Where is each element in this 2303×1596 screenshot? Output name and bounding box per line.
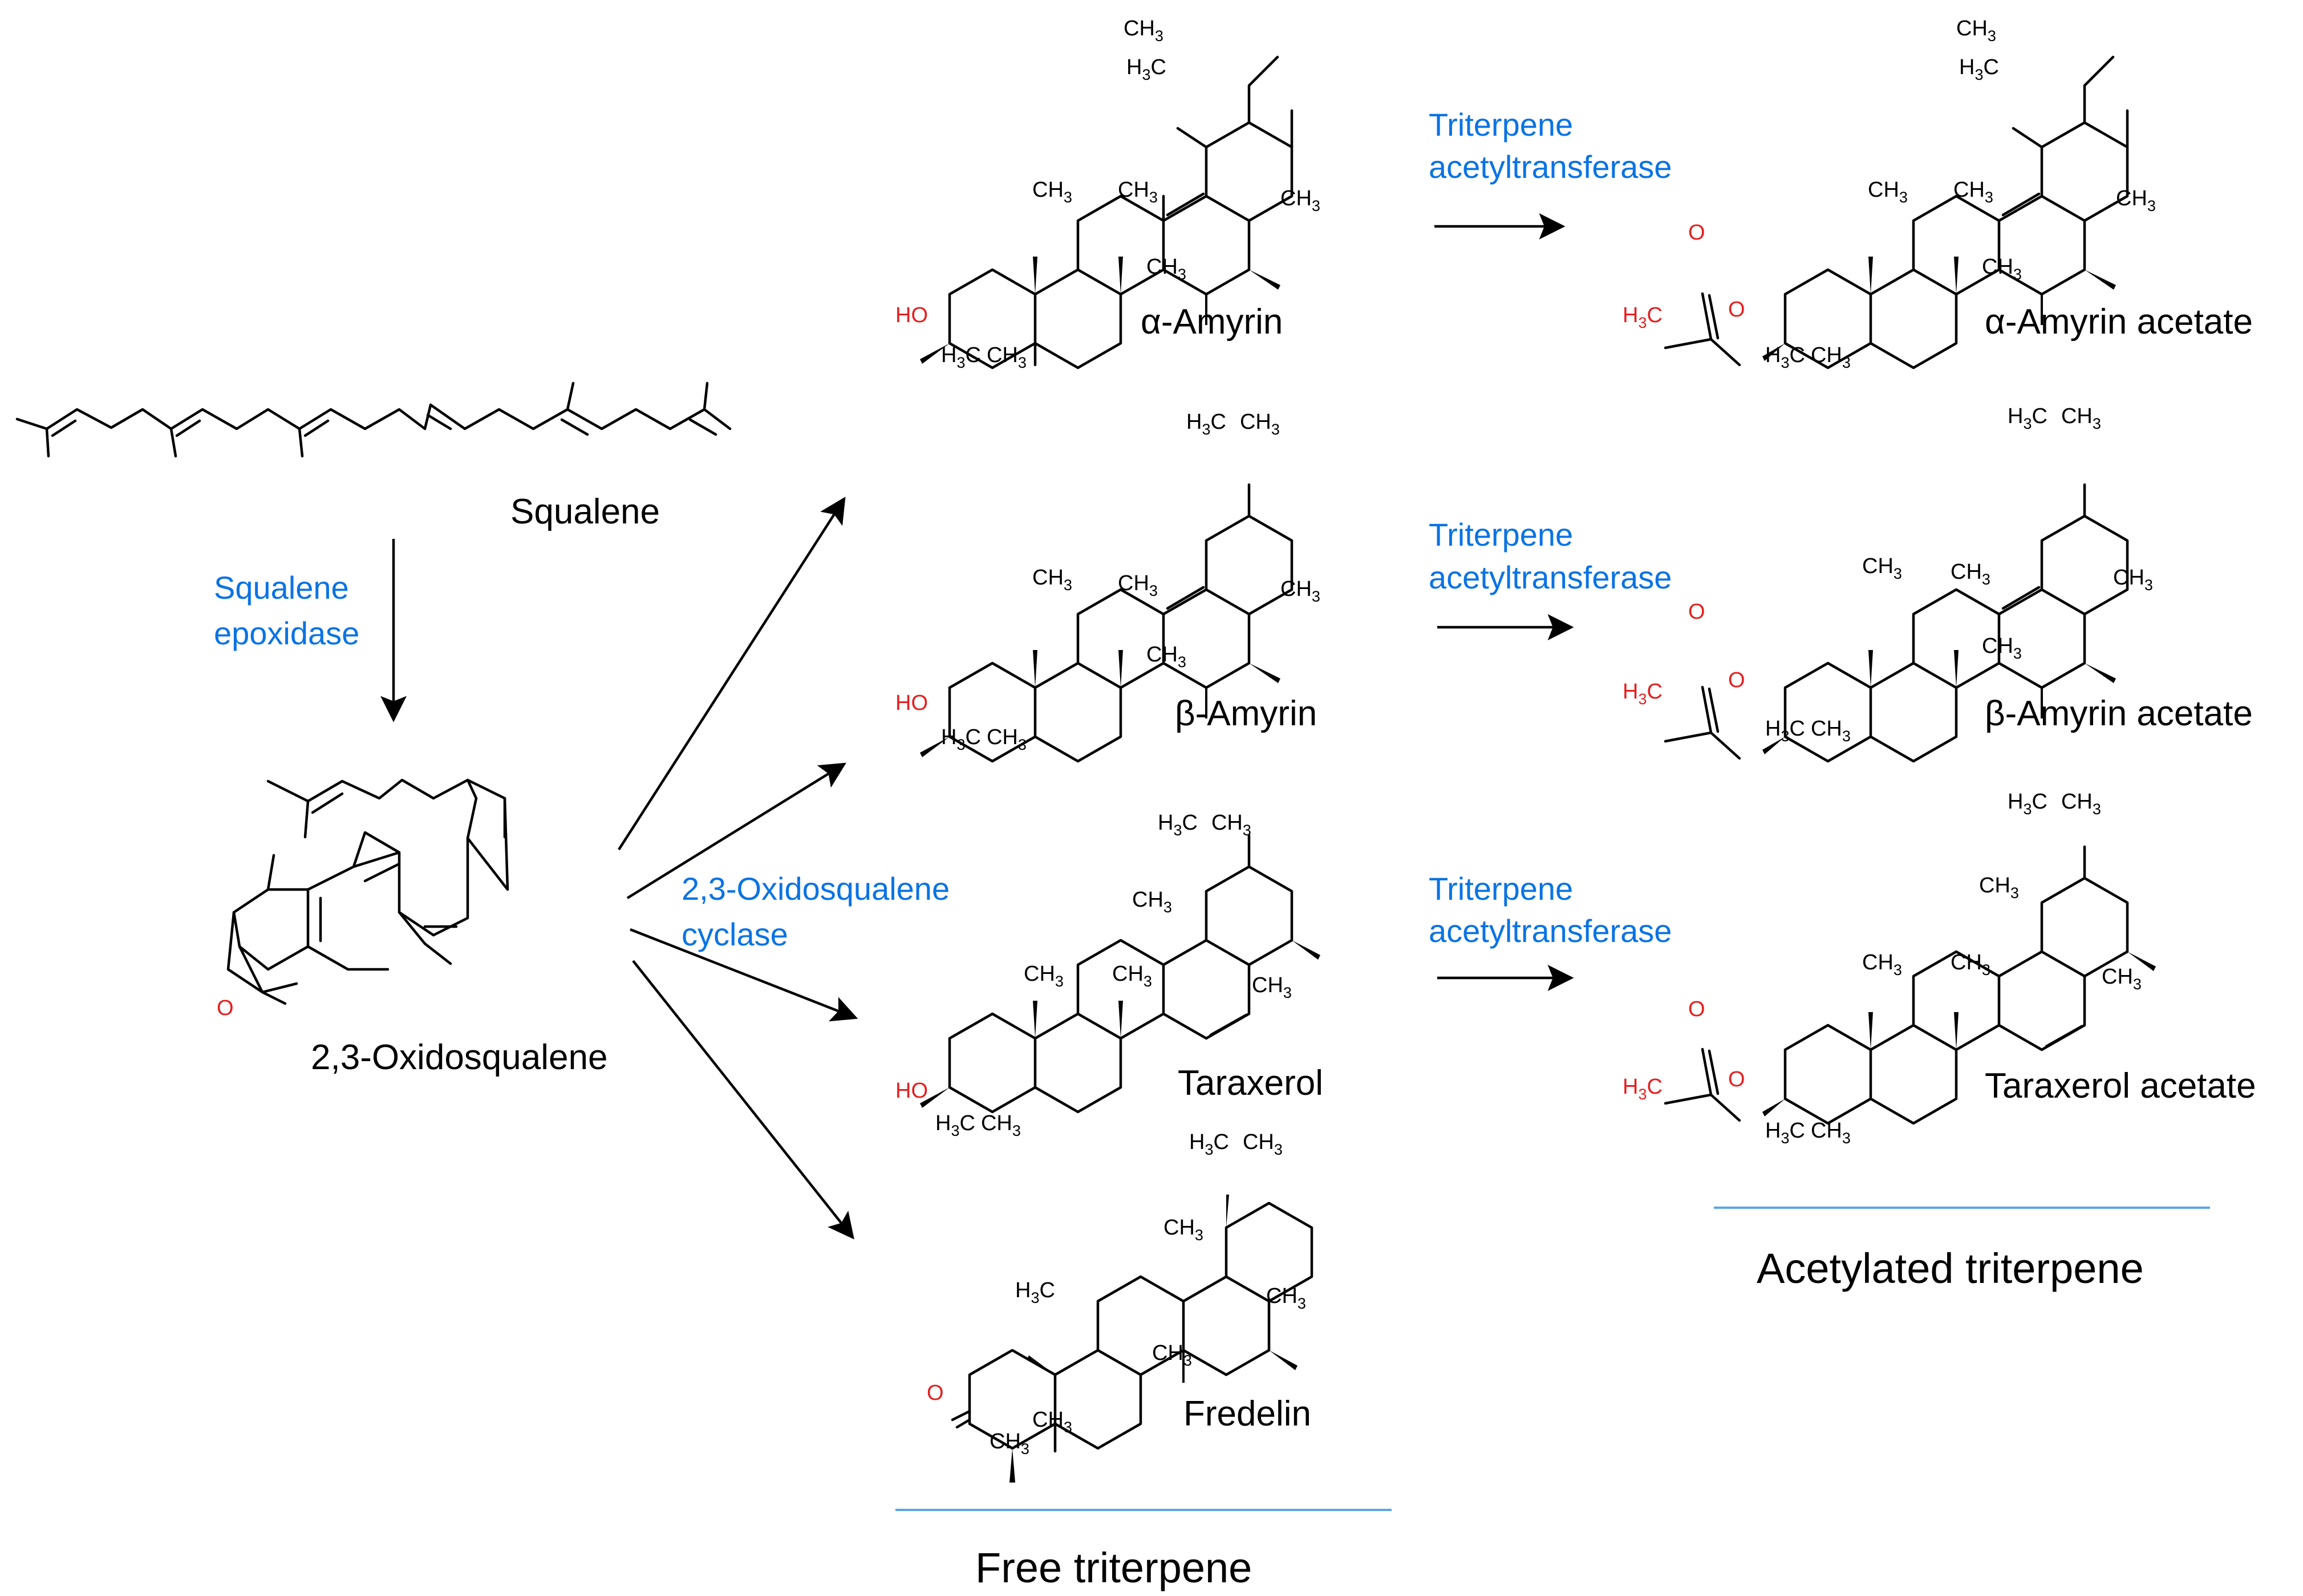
beta-amyrin-acetate-ch3-c: CH3 — [1951, 560, 1990, 588]
acetyltransferase-2-line1: Triterpene — [1429, 517, 1573, 553]
alpha-amyrin-acetate-ch3-a: CH3 — [1956, 17, 1996, 44]
alpha-amyrin-acetate-ch3-c: CH3 — [1953, 178, 1993, 206]
beta-amyrin-acetate-structure — [1664, 483, 2127, 761]
beta-amyrin-hydroxyl: HO — [895, 691, 928, 715]
alpha-amyrin-acetate-ester-o: O — [1728, 298, 1745, 322]
fredelin-ch3-e: CH3 — [990, 1430, 1029, 1457]
beta-amyrin-ch3-d: CH3 — [1280, 577, 1320, 605]
fredelin-ch3-b: CH3 — [1266, 1284, 1306, 1312]
taraxerol-ch3-b: CH3 — [1024, 962, 1064, 990]
alpha-amyrin-ch3-d: CH3 — [1280, 186, 1320, 214]
arrow-to-fredelin — [632, 960, 854, 1240]
beta-amyrin-acetate-ch3-b: CH3 — [1862, 554, 1902, 582]
taraxerol-ch3-a: CH3 — [1132, 888, 1172, 916]
beta-amyrin-acetate-ch3-e: CH3 — [1982, 634, 2022, 662]
taraxerol-label: Taraxerol — [1178, 1063, 1323, 1103]
taraxerol-acetate-ch3-b: CH3 — [1862, 951, 1902, 978]
taraxerol-ch3-c: CH3 — [1112, 962, 1152, 990]
squalene-label: Squalene — [510, 492, 660, 531]
alpha-amyrin-ch3-e: CH3 — [1146, 255, 1186, 283]
alpha-amyrin-hydroxyl: HO — [895, 303, 928, 327]
taraxerol-acetate-label: Taraxerol acetate — [1985, 1066, 2256, 1106]
taraxerol-hydroxyl: HO — [895, 1079, 928, 1103]
acetyltransferase-1-line1: Triterpene — [1429, 107, 1573, 143]
taraxerol-structure — [920, 834, 1320, 1112]
alpha-amyrin-acetate-ch3-d: CH3 — [2116, 186, 2156, 214]
taraxerol-acetate-ch3-a: CH3 — [1979, 874, 2019, 901]
fredelin-ch3-c: CH3 — [1152, 1341, 1192, 1369]
fredelin-structure — [951, 1195, 1312, 1483]
taraxerol-acetate-ch3-c: CH3 — [1951, 951, 1990, 978]
beta-amyrin-label: β-Amyrin — [1175, 694, 1317, 733]
alpha-amyrin-ch3-c: CH3 — [1118, 178, 1158, 206]
acetyltransferase-1-line2: acetyltransferase — [1429, 149, 1672, 185]
beta-amyrin-ch3-b: CH3 — [1032, 566, 1072, 594]
alpha-amyrin-acetate-carbonyl-o: O — [1688, 221, 1705, 245]
squalene-structure — [15, 381, 732, 458]
alpha-amyrin-structure — [920, 55, 1294, 368]
acetyltransferase-3-line1: Triterpene — [1429, 871, 1573, 907]
cyclase-line2: cyclase — [682, 916, 788, 952]
beta-amyrin-acetate-ester-o: O — [1728, 668, 1745, 692]
beta-amyrin-ch3-c: CH3 — [1118, 571, 1158, 599]
arrow-to-taraxerol — [630, 928, 858, 1022]
fredelin-ch3-a: CH3 — [1163, 1216, 1203, 1244]
taraxerol-acetate-carbonyl-o: O — [1688, 997, 1705, 1021]
squalene-epoxidase-line2: epoxidase — [214, 615, 359, 651]
oxidosqualene-structure — [226, 778, 509, 1005]
acetyltransferase-2-line2: acetyltransferase — [1429, 559, 1672, 595]
alpha-amyrin-ch3-a: CH3 — [1124, 17, 1163, 44]
alpha-amyrin-label: α-Amyrin — [1141, 302, 1283, 342]
alpha-amyrin-acetate-h3c: H3C — [1959, 55, 1999, 83]
arrow-to-alpha-amyrin — [618, 497, 846, 851]
alpha-amyrin-acetate-structure — [1664, 55, 2129, 368]
free-triterpene-label: Free triterpene — [975, 1544, 1252, 1591]
squalene-epoxidase-line1: Squalene — [214, 570, 349, 606]
alpha-amyrin-ch3-b: CH3 — [1032, 178, 1072, 206]
alpha-amyrin-acetate-ch3-e: CH3 — [1982, 255, 2022, 283]
acetyltransferase-3-line2: acetyltransferase — [1429, 913, 1672, 949]
beta-amyrin-ch3-e: CH3 — [1146, 643, 1186, 671]
alpha-amyrin-acetate-ch3-b: CH3 — [1868, 178, 1908, 206]
taraxerol-acetate-ch3-d: CH3 — [2102, 965, 2142, 993]
fredelin-ch3-d: CH3 — [1032, 1408, 1072, 1436]
taraxerol-acetate-h3c-acyl: H3C — [1623, 1075, 1663, 1103]
taraxerol-acetate-structure — [1664, 845, 2156, 1123]
alpha-amyrin-acetate-label: α-Amyrin acetate — [1985, 302, 2253, 342]
arrow-to-beta-amyrin — [626, 762, 846, 899]
taraxerol-acetate-ester-o: O — [1728, 1067, 1745, 1091]
alpha-amyrin-acetate-h3c-acyl: H3C — [1623, 303, 1663, 331]
cyclase-line1: 2,3-Oxidosqualene — [682, 871, 950, 907]
alpha-amyrin-h3c: H3C — [1126, 55, 1166, 83]
beta-amyrin-acetate-ch3-d: CH3 — [2113, 566, 2153, 594]
beta-amyrin-acetate-label: β-Amyrin acetate — [1985, 694, 2253, 733]
taraxerol-ch3-d: CH3 — [1252, 973, 1292, 1001]
acetylated-triterpene-label: Acetylated triterpene — [1757, 1245, 2144, 1292]
beta-amyrin-structure — [920, 483, 1292, 761]
fredelin-ketone-oxygen: O — [927, 1381, 944, 1405]
beta-amyrin-acetate-h3c-acyl: H3C — [1623, 680, 1663, 708]
fredelin-h3c-a: H3C — [1015, 1278, 1055, 1306]
epoxide-oxygen: O — [217, 996, 234, 1020]
beta-amyrin-acetate-carbonyl-o: O — [1688, 600, 1705, 624]
oxidosqualene-label: 2,3-Oxidosqualene — [311, 1038, 607, 1077]
fredelin-label: Fredelin — [1183, 1394, 1311, 1433]
